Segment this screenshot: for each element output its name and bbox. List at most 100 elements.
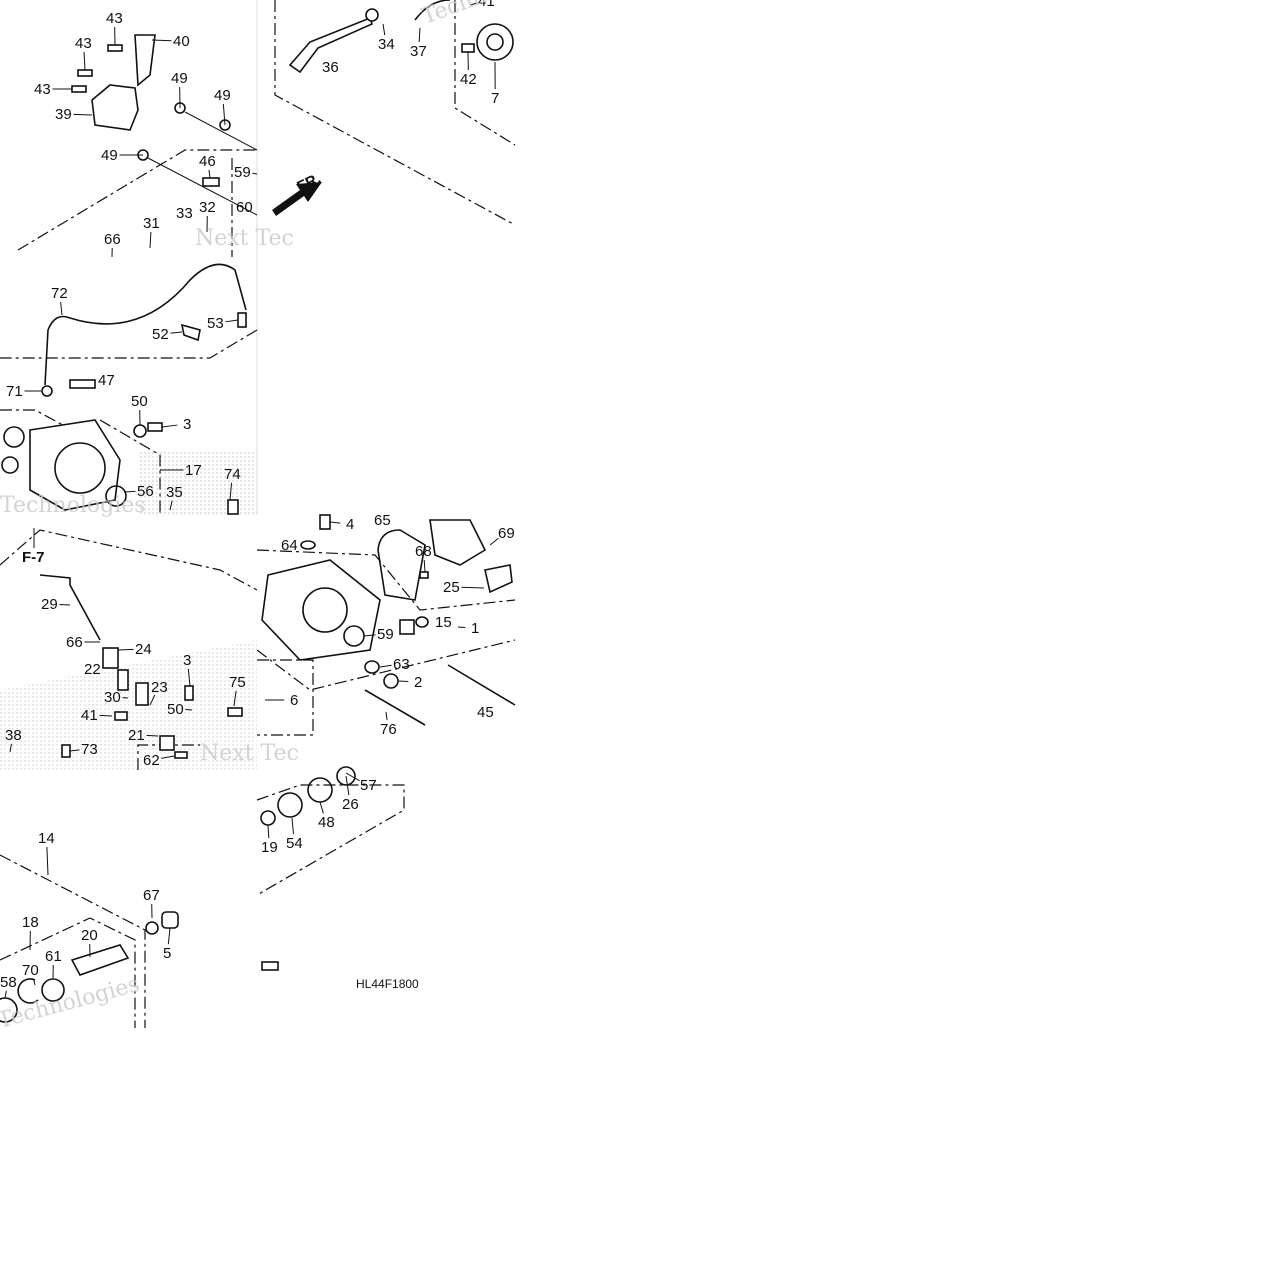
plug-3b xyxy=(184,685,194,701)
leader-63 xyxy=(379,664,392,668)
leader-62 xyxy=(161,755,175,759)
bolt-bottom xyxy=(261,961,279,971)
leader-19 xyxy=(267,824,270,839)
seal-left xyxy=(3,426,25,448)
callout-32: 32 xyxy=(199,199,216,216)
callout-43: 43 xyxy=(106,10,123,27)
shaft-29 xyxy=(39,574,101,641)
watermark-2: Technologies xyxy=(0,493,146,518)
leader-59 xyxy=(363,634,376,637)
shaft-36 xyxy=(288,16,373,74)
figure-ref: F-7 xyxy=(22,549,45,566)
callout-43: 43 xyxy=(75,35,92,52)
callout-33: 33 xyxy=(176,205,193,222)
leader-43 xyxy=(83,51,86,71)
leader-31 xyxy=(149,231,152,249)
shaded-area-middle xyxy=(0,640,257,770)
leader-4 xyxy=(329,521,341,524)
leader-72 xyxy=(60,301,63,316)
callout-6: 6 xyxy=(290,692,298,709)
callout-41: 41 xyxy=(478,0,495,10)
joint-52 xyxy=(180,323,201,342)
pin-62 xyxy=(174,751,188,759)
parts xyxy=(0,0,516,1023)
pin-68 xyxy=(419,571,429,579)
ring-63 xyxy=(364,660,380,674)
leader-73 xyxy=(69,749,80,752)
leader-56 xyxy=(123,490,136,493)
cover-69 xyxy=(429,519,487,566)
callout-7: 7 xyxy=(491,90,499,107)
bolt-42 xyxy=(461,43,475,53)
leader-68 xyxy=(423,559,426,573)
switch-4 xyxy=(319,514,331,530)
hub-7 xyxy=(476,23,514,61)
leader-41 xyxy=(469,2,477,6)
callout-29: 29 xyxy=(41,596,58,613)
leader-37 xyxy=(418,27,421,43)
callout-41: 41 xyxy=(81,707,98,724)
callout-26: 26 xyxy=(342,796,359,813)
callout-58: 58 xyxy=(0,974,17,991)
callout-48: 48 xyxy=(318,814,335,831)
ring-70 xyxy=(17,978,39,1004)
leader-21 xyxy=(146,734,159,737)
leader-59 xyxy=(252,172,258,175)
callout-70: 70 xyxy=(22,962,39,979)
leader-75 xyxy=(233,690,237,707)
housing-main xyxy=(261,559,381,661)
callout-3: 3 xyxy=(183,652,191,669)
ring-34 xyxy=(365,8,379,22)
callout-57: 57 xyxy=(360,777,377,794)
bolt-43b xyxy=(77,69,93,77)
bolt-41 xyxy=(114,711,128,721)
callout-49: 49 xyxy=(171,70,188,87)
leader-70 xyxy=(32,978,36,986)
callout-53: 53 xyxy=(207,315,224,332)
leader-29 xyxy=(59,603,71,606)
bearing-54 xyxy=(277,792,303,818)
callout-50: 50 xyxy=(131,393,148,410)
tube-72 xyxy=(44,263,247,386)
bracket-40 xyxy=(134,34,156,87)
leader-35 xyxy=(169,500,173,511)
callout-38: 38 xyxy=(5,727,22,744)
leader-5 xyxy=(167,927,171,945)
callout-49: 49 xyxy=(214,87,231,104)
callout-36: 36 xyxy=(322,59,339,76)
callout-21: 21 xyxy=(128,727,145,744)
callout-47: 47 xyxy=(98,372,115,389)
diagram-code: HL44F1800 xyxy=(356,977,419,991)
shaft-20 xyxy=(70,944,130,976)
clip-71 xyxy=(41,385,53,397)
leader-38 xyxy=(9,743,12,753)
leader-3 xyxy=(161,424,178,428)
leader-54 xyxy=(291,817,295,835)
bolt-73 xyxy=(61,744,71,758)
callout-60: 60 xyxy=(236,199,253,216)
callout-73: 73 xyxy=(81,741,98,758)
callout-35: 35 xyxy=(166,484,183,501)
callout-72: 72 xyxy=(51,285,68,302)
plug-3 xyxy=(147,422,163,432)
callout-59: 59 xyxy=(234,164,251,181)
callout-24: 24 xyxy=(135,641,152,658)
shaded-area-top xyxy=(140,450,257,515)
callout-5: 5 xyxy=(163,945,171,962)
callout-20: 20 xyxy=(81,927,98,944)
leader-49 xyxy=(222,103,226,126)
callout-59: 59 xyxy=(377,626,394,643)
bolt-45 xyxy=(447,664,516,706)
spring-22 xyxy=(117,669,129,691)
callout-66: 66 xyxy=(104,231,121,248)
seal-56 xyxy=(105,485,127,507)
callout-65: 65 xyxy=(374,512,391,529)
callout-42: 42 xyxy=(460,71,477,88)
leader-26 xyxy=(345,775,350,796)
leader-23 xyxy=(149,694,156,706)
arm-23 xyxy=(135,682,149,706)
leader-76 xyxy=(385,711,388,721)
leader-2 xyxy=(397,680,409,683)
